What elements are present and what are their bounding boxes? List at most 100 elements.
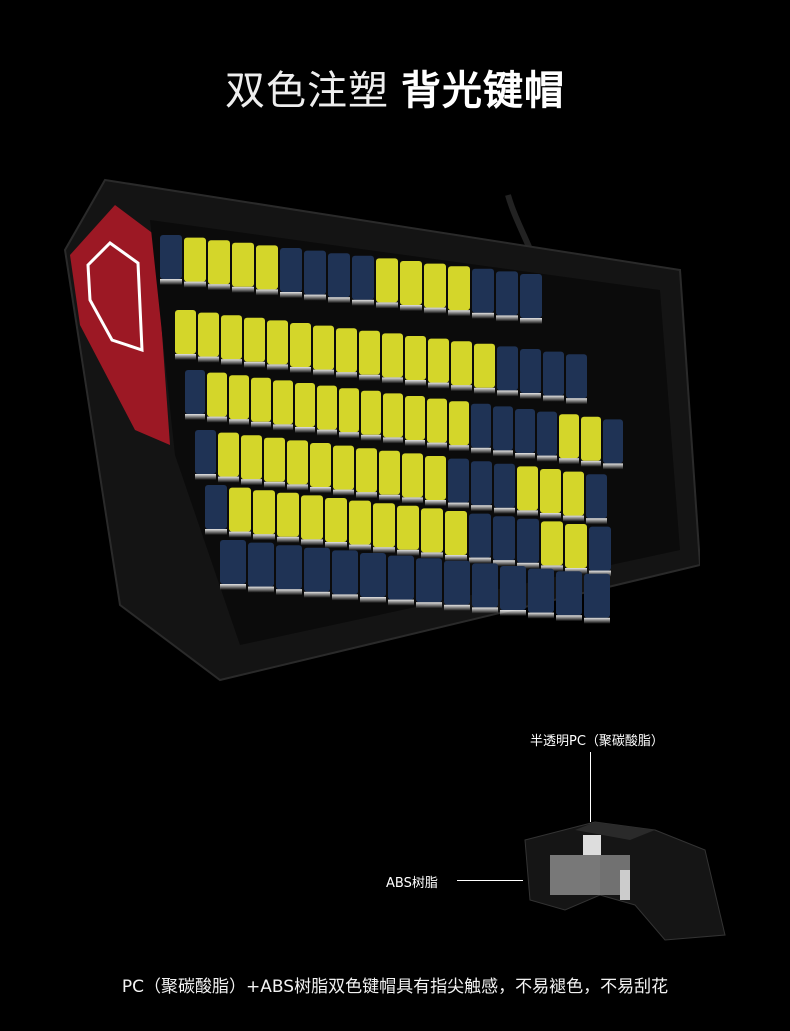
keycap: [218, 432, 239, 477]
keycap: [301, 495, 323, 540]
backlight-glow: [528, 612, 554, 619]
keycap: [313, 325, 334, 370]
backlight-glow: [332, 594, 358, 601]
backlight-glow: [540, 513, 561, 519]
keycap: [207, 372, 227, 417]
backlight-glow: [543, 395, 564, 402]
backlight-glow: [402, 497, 423, 504]
keycap: [339, 388, 359, 433]
keycap: [304, 250, 326, 295]
backlight-glow: [336, 372, 357, 379]
backlight-glow: [241, 479, 262, 486]
backlight-glow: [444, 604, 470, 611]
keycap: [382, 333, 403, 378]
keycap: [472, 268, 494, 313]
keycap: [383, 393, 403, 438]
keycap: [356, 448, 377, 493]
keycap-section-image: [524, 821, 726, 941]
backlight-glow: [253, 534, 275, 541]
keycap: [517, 466, 538, 511]
keycap: [336, 328, 357, 373]
keycap: [496, 271, 518, 316]
backlight-glow: [256, 289, 278, 296]
keycap: [220, 540, 246, 584]
page-title: 双色注塑背光键帽: [0, 58, 790, 116]
backlight-glow: [448, 502, 469, 509]
abs-leader-line: [457, 880, 523, 881]
backlight-glow: [220, 584, 246, 590]
keycap: [244, 317, 265, 362]
backlight-glow: [229, 531, 251, 538]
backlight-glow: [328, 297, 350, 304]
backlight-glow: [229, 419, 249, 426]
keycap: [310, 443, 331, 487]
backlight-glow: [427, 442, 447, 449]
backlight-glow: [517, 562, 539, 569]
backlight-glow: [405, 380, 426, 386]
backlight-glow: [520, 318, 542, 324]
keycap: [537, 411, 557, 456]
backlight-glow: [280, 292, 302, 298]
backlight-glow: [360, 597, 386, 603]
keycap: [586, 474, 607, 519]
keycap: [295, 383, 315, 427]
backlight-glow: [581, 460, 601, 467]
backlight-glow: [379, 494, 400, 501]
keycap: [251, 377, 271, 422]
keycap: [333, 445, 354, 490]
keycap: [287, 440, 308, 485]
backlight-glow: [471, 505, 492, 512]
backlight-glow: [232, 286, 254, 293]
keycap: [494, 463, 515, 508]
backlight-glow: [537, 455, 557, 462]
backlight-glow: [333, 489, 354, 496]
backlight-glow: [295, 427, 315, 433]
keycap: [424, 263, 446, 308]
keycap: [402, 453, 423, 498]
keycap: [563, 471, 584, 516]
backlight-glow: [383, 437, 403, 444]
backlight-glow: [388, 599, 414, 606]
keycap: [556, 571, 582, 616]
backlight-glow: [566, 398, 587, 405]
keycap: [205, 485, 227, 529]
backlight-glow: [405, 440, 425, 446]
keycap: [359, 330, 380, 375]
backlight-glow: [589, 570, 611, 577]
backlight-glow: [445, 555, 467, 561]
keycap: [581, 416, 601, 461]
backlight-glow: [559, 458, 579, 465]
red-side-panel: [70, 205, 170, 445]
keycap: [349, 500, 371, 545]
keycap: [472, 563, 498, 608]
keycap: [267, 320, 288, 365]
keycap: [256, 245, 278, 290]
backlight-glow: [221, 359, 242, 366]
backlight-glow: [195, 474, 216, 480]
keycap: [500, 566, 526, 610]
keycap: [232, 242, 254, 287]
keycap: [565, 524, 587, 568]
keycap: [448, 266, 470, 311]
keyboard-image: [63, 178, 700, 682]
title-light: 双色注塑: [225, 68, 389, 114]
keycap: [388, 555, 414, 600]
backlight-glow: [205, 529, 227, 535]
keycap: [528, 568, 554, 613]
backlight-glow: [584, 617, 610, 624]
keycap: [520, 349, 541, 393]
backlight-glow: [304, 294, 326, 301]
keycap: [360, 553, 386, 597]
keycap: [229, 487, 251, 532]
keycap: [566, 354, 587, 399]
keycap: [474, 343, 495, 388]
backlight-glow: [264, 481, 285, 488]
backlight-glow: [349, 544, 371, 551]
backlight-glow: [160, 279, 182, 285]
keycap: [416, 558, 442, 603]
backlight-glow: [424, 307, 446, 314]
backlight-glow: [425, 500, 446, 506]
keycap: [184, 237, 206, 282]
backlight-glow: [175, 354, 196, 360]
keycap: [332, 550, 358, 595]
